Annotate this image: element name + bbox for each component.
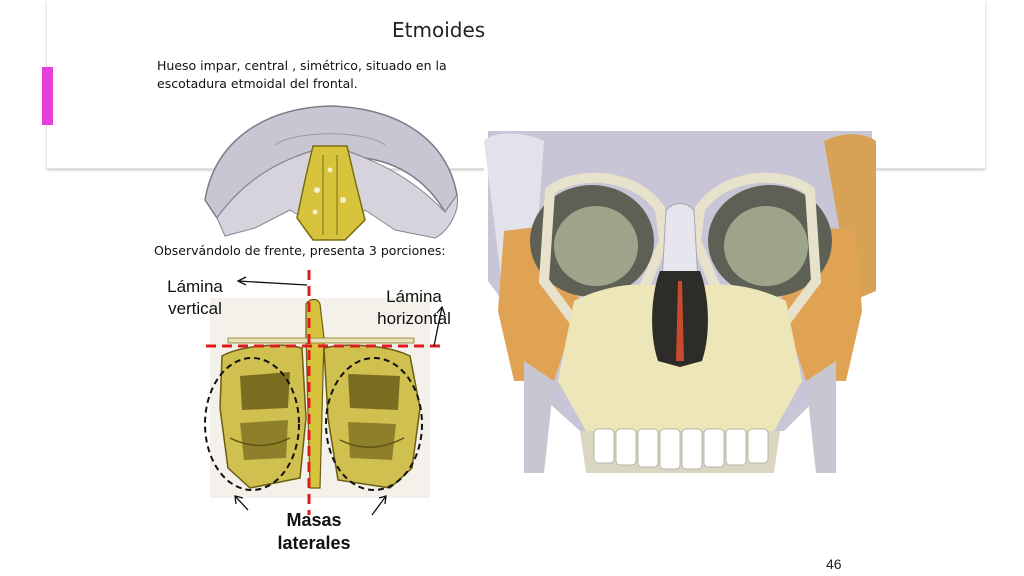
label-lamina-vertical: Lámina vertical	[167, 277, 223, 318]
arrow-vertical	[237, 280, 308, 286]
arrow-left-mass	[234, 495, 249, 511]
porciones-subtitle: Observándolo de frente, presenta 3 porci…	[154, 243, 446, 258]
accent-bar	[42, 67, 53, 125]
skull-anterior-figure	[484, 131, 876, 473]
label-masas-laterales: Masas laterales	[277, 510, 351, 553]
slide-title: Etmoides	[392, 18, 486, 42]
page-number: 46	[826, 556, 842, 572]
arrow-right-mass	[371, 495, 387, 516]
ethmoid-frontal-figure	[195, 100, 465, 242]
slide-description: Hueso impar, central , simétrico, situad…	[157, 58, 447, 91]
label-lamina-horizontal: Lámina horizontal	[377, 287, 451, 328]
